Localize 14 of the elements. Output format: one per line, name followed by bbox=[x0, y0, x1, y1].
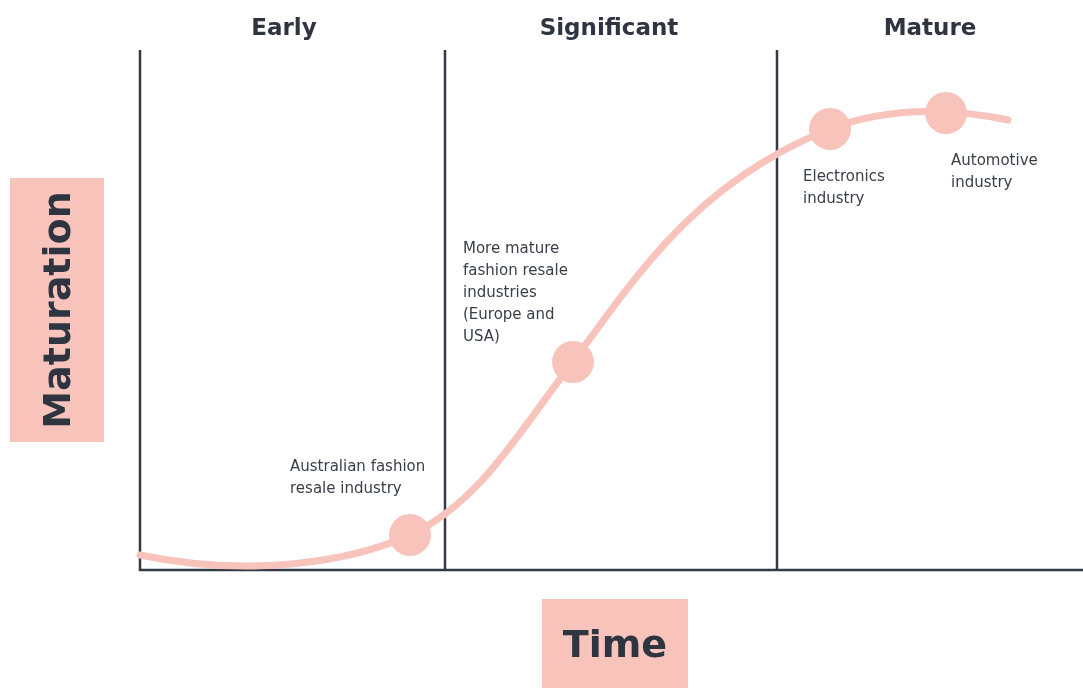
phase-heading: Significant bbox=[538, 14, 680, 40]
data-point-marker bbox=[552, 341, 594, 383]
y-axis-label bbox=[10, 178, 104, 442]
axis-title: Maturation bbox=[35, 191, 79, 429]
annotation-text: Australian fashion resale industry bbox=[290, 456, 427, 499]
annotation-text: Electronics industry bbox=[803, 166, 886, 209]
data-point-marker bbox=[389, 514, 431, 556]
phase-heading: Mature bbox=[882, 14, 978, 40]
axis-title: Time bbox=[562, 621, 668, 666]
annotation-text: More mature fashion resale industries (Europe and USA) bbox=[463, 238, 569, 347]
x-axis-label bbox=[542, 599, 688, 688]
data-point-marker bbox=[809, 108, 851, 150]
annotation-text: Automotive industry bbox=[951, 150, 1039, 193]
phase-heading: Early bbox=[250, 14, 318, 40]
